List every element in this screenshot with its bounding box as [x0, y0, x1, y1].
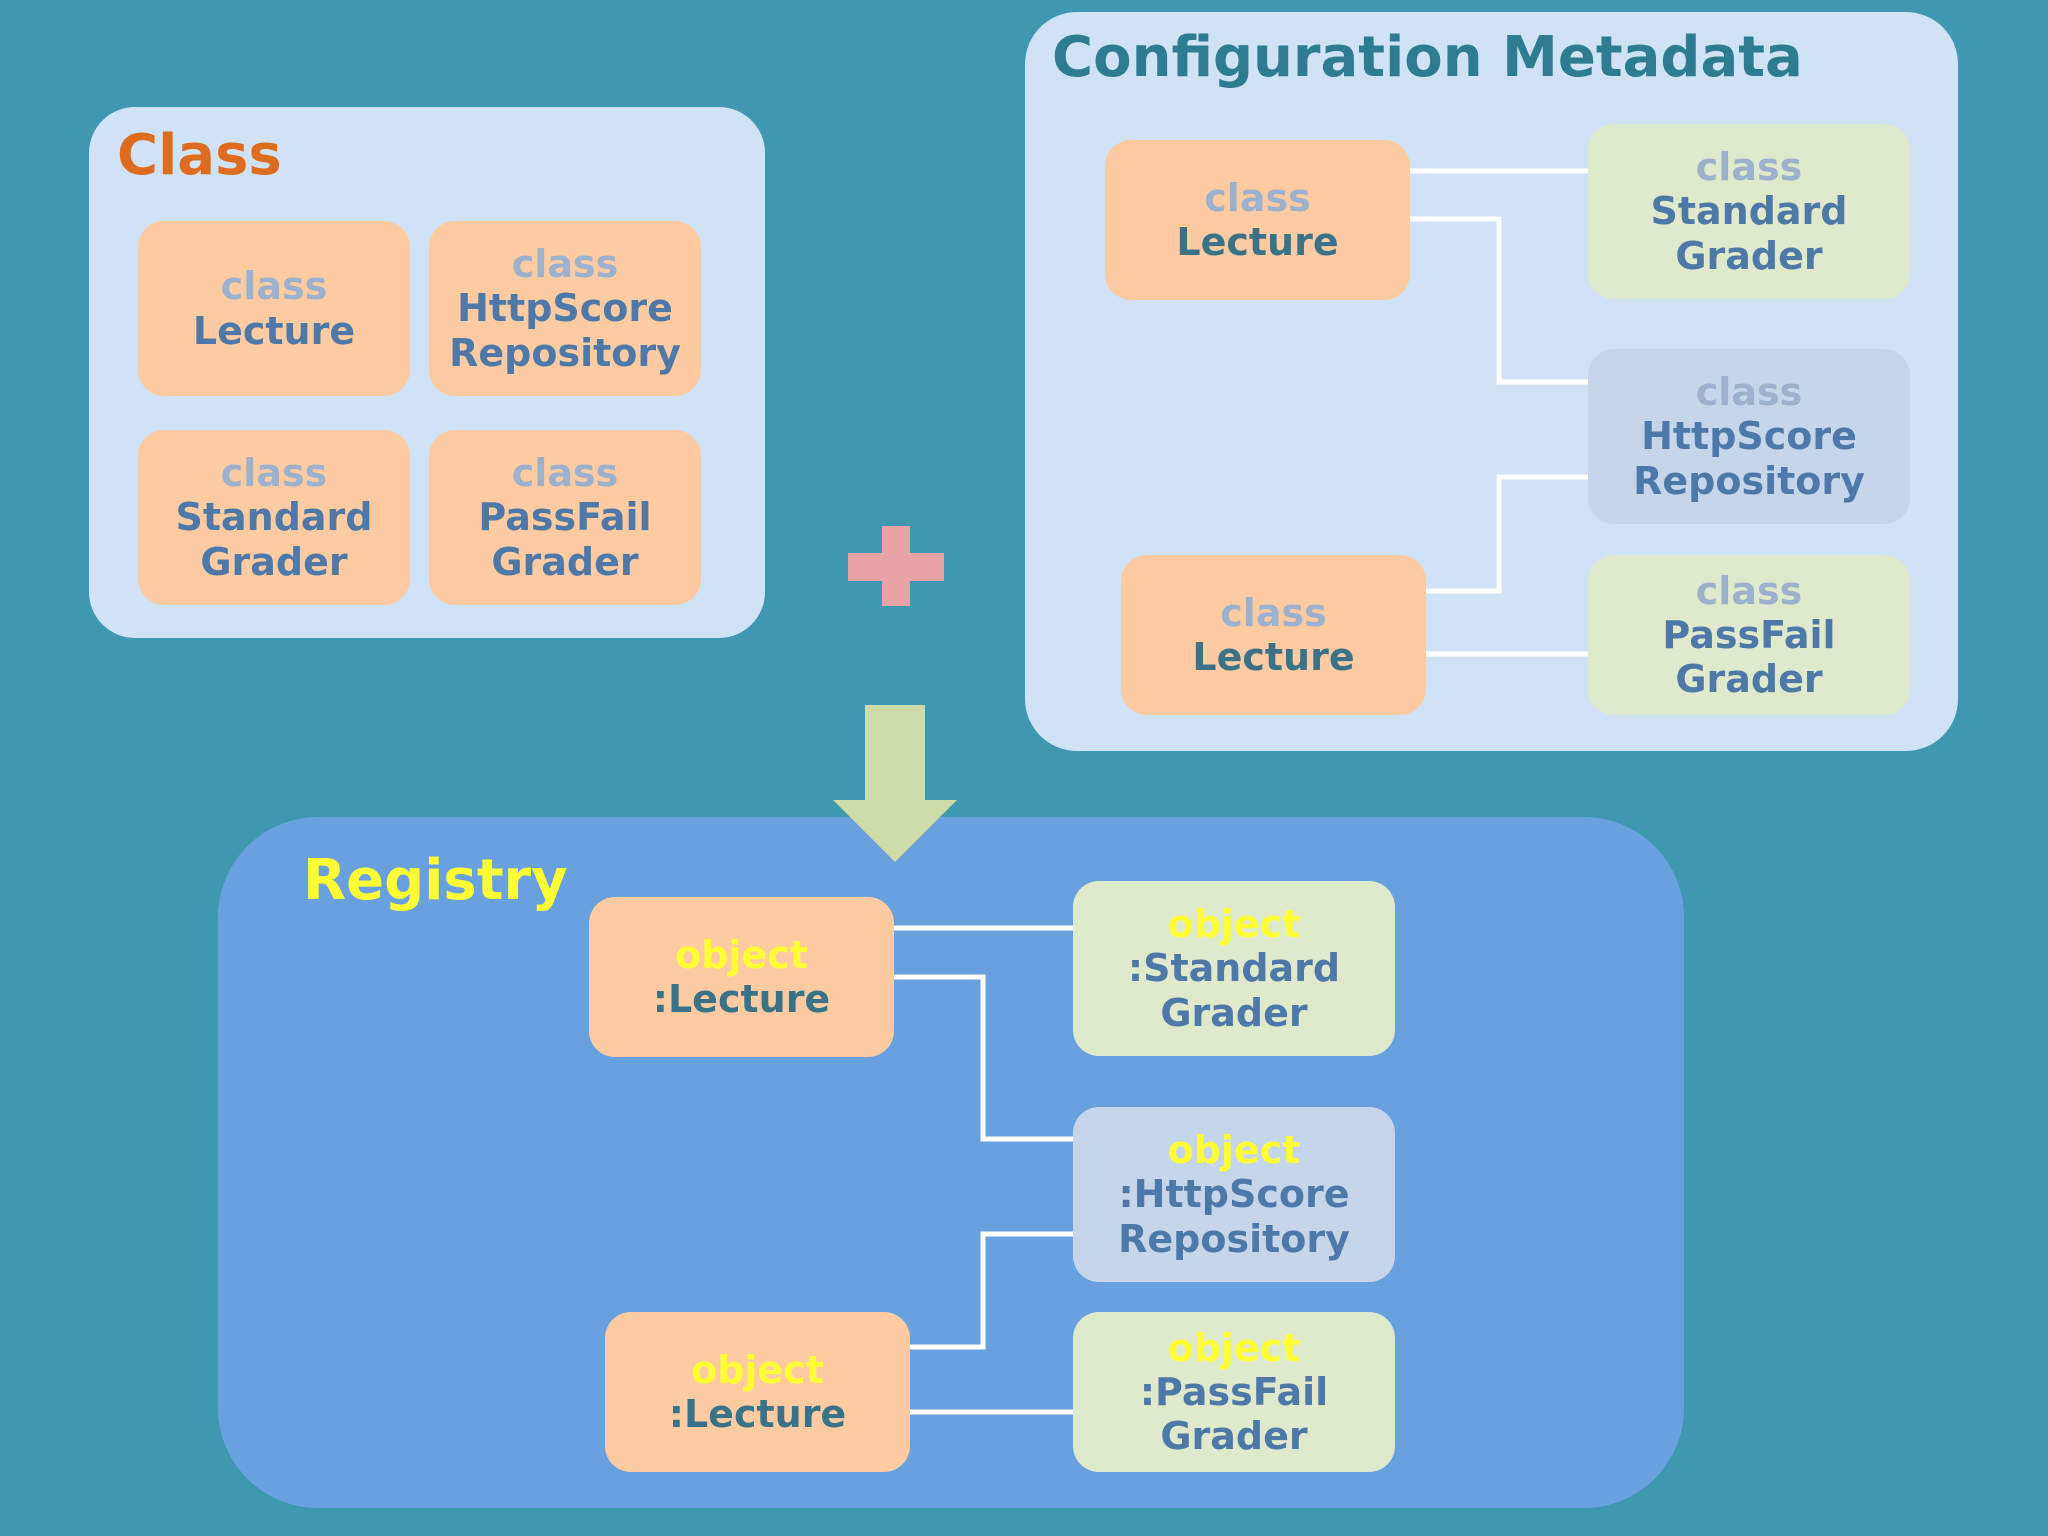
plus-icon — [848, 526, 944, 606]
class-keyword: class — [511, 242, 619, 287]
object-keyword: object — [1167, 1325, 1301, 1370]
config-box-lecture: class Lecture — [1105, 140, 1410, 300]
class-name: Lecture — [1192, 635, 1355, 679]
class-name: HttpScore — [1641, 414, 1857, 459]
config-box-standard-grader: class Standard Grader — [1588, 124, 1910, 299]
class-name: Lecture — [1176, 220, 1339, 264]
class-name: Standard — [175, 495, 373, 540]
object-name: :HttpScore — [1118, 1172, 1350, 1217]
config-box-lecture-2: class Lecture — [1121, 555, 1426, 715]
config-box-passfail-grader: class PassFail Grader — [1588, 555, 1910, 715]
class-box-lecture: class Lecture — [138, 221, 410, 396]
class-name: PassFail — [478, 495, 652, 540]
class-keyword: class — [1220, 590, 1327, 635]
object-name: :PassFail — [1139, 1369, 1329, 1414]
class-keyword: class — [1204, 175, 1311, 220]
object-name: :Lecture — [652, 977, 831, 1021]
object-keyword: object — [691, 1347, 824, 1392]
registry-box-lecture: object :Lecture — [589, 897, 894, 1057]
class-name: Grader — [1675, 657, 1823, 702]
class-name: Standard — [1650, 189, 1848, 234]
class-keyword: class — [220, 451, 328, 496]
class-box-httpscore-repository: class HttpScore Repository — [429, 221, 701, 396]
config-link-lecture2-httpscore-repository — [1426, 474, 1588, 594]
class-name: Repository — [1633, 458, 1865, 503]
class-keyword: class — [220, 264, 328, 309]
class-name: Grader — [1675, 233, 1823, 278]
object-keyword: object — [1167, 1128, 1301, 1173]
object-name: Grader — [1160, 1414, 1308, 1459]
registry-link-lecture-httpscore-repository — [894, 974, 1073, 1142]
registry-box-httpscore-repository: object :HttpScore Repository — [1073, 1107, 1395, 1282]
object-name: :Standard — [1127, 946, 1341, 991]
class-name: Lecture — [192, 308, 356, 353]
object-name: Grader — [1160, 990, 1308, 1035]
class-name: Repository — [449, 330, 681, 375]
class-box-passfail-grader: class PassFail Grader — [429, 430, 701, 605]
class-keyword: class — [1695, 145, 1803, 190]
registry-panel — [218, 817, 1684, 1508]
class-name: PassFail — [1662, 612, 1836, 657]
registry-title: Registry — [303, 848, 568, 913]
class-keyword: class — [1695, 568, 1803, 613]
config-link-lecture-httpscore-repository — [1410, 216, 1588, 385]
class-keyword: class — [1695, 370, 1803, 415]
object-keyword: object — [1167, 902, 1301, 947]
config-box-httpscore-repository: class HttpScore Repository — [1588, 349, 1910, 524]
class-panel-title: Class — [117, 123, 282, 188]
arrow-down-icon — [833, 705, 957, 862]
class-name: HttpScore — [457, 286, 673, 331]
class-name: Grader — [491, 539, 639, 584]
class-name: Grader — [200, 539, 348, 584]
object-name: :Lecture — [668, 1392, 847, 1436]
registry-box-passfail-grader: object :PassFail Grader — [1073, 1312, 1395, 1472]
registry-box-standard-grader: object :Standard Grader — [1073, 881, 1395, 1056]
configuration-metadata-title: Configuration Metadata — [1052, 25, 1803, 90]
object-keyword: object — [675, 932, 808, 977]
registry-link-lecture2-httpscore-repository — [910, 1231, 1073, 1350]
object-name: Repository — [1118, 1216, 1350, 1261]
class-box-standard-grader: class Standard Grader — [138, 430, 410, 605]
class-keyword: class — [511, 451, 619, 496]
registry-box-lecture-2: object :Lecture — [605, 1312, 910, 1472]
